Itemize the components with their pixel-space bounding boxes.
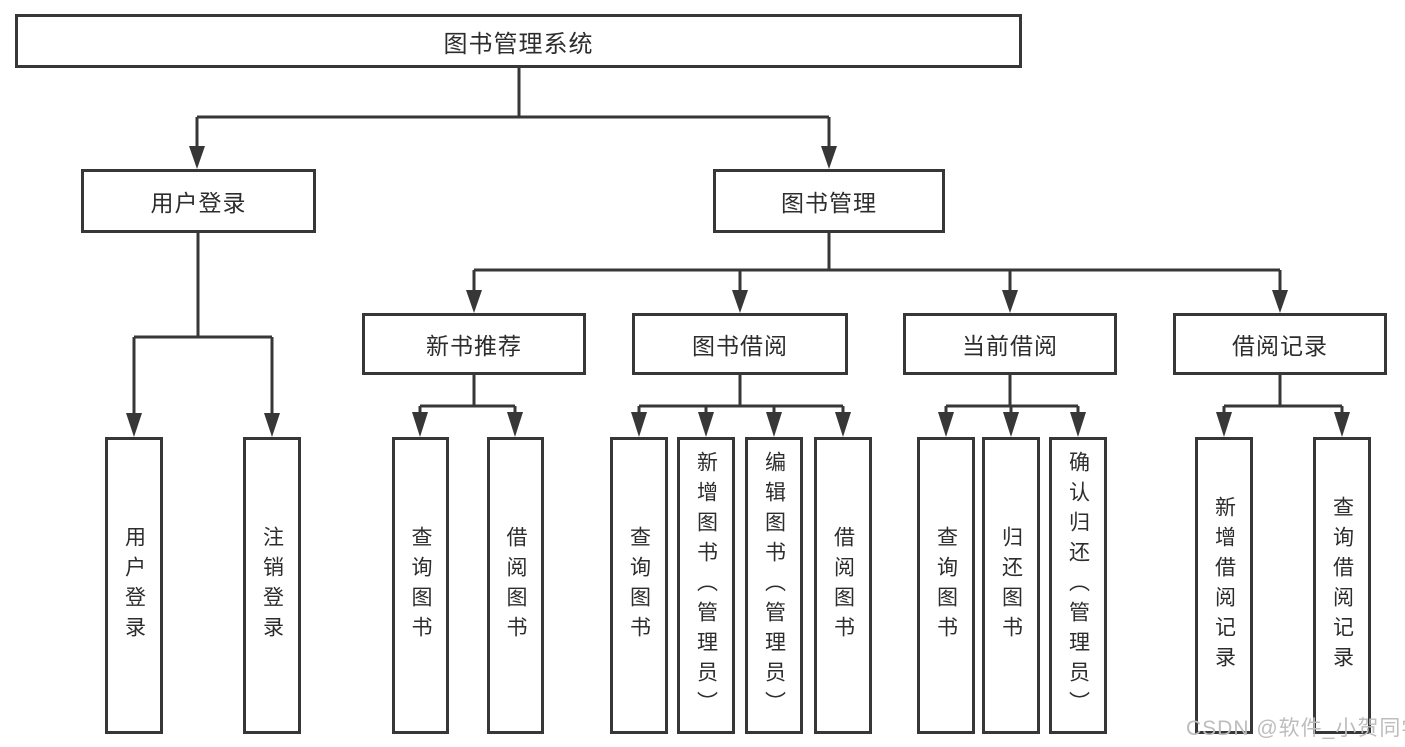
leaf-borrow-add-books-admin-label: 新增图书（管理员）	[694, 450, 718, 721]
arrowhead-nb-borrow	[507, 412, 523, 437]
leaf-borrow-edit-books-admin: 编辑图书（管理员）	[745, 437, 803, 734]
arrowhead-bb-query	[631, 412, 647, 437]
leaf-records-query-record-label: 查询借阅记录	[1330, 495, 1354, 676]
leaf-current-return-books-label: 归还图书	[999, 525, 1023, 646]
arrowhead-bb-add	[698, 412, 714, 437]
arrowhead-book-borrow	[732, 290, 748, 313]
node-current-borrow: 当前借阅	[903, 313, 1117, 375]
arrowhead-br-add	[1216, 412, 1232, 437]
csdn-watermark: CSDN @软件_小贺同学	[1186, 717, 1405, 740]
node-user-login-label: 用户登录	[150, 190, 247, 216]
arrowhead-user-login	[189, 146, 205, 169]
node-new-book-recommend-label: 新书推荐	[426, 333, 522, 359]
node-book-borrow-label: 图书借阅	[692, 333, 788, 359]
leaf-current-query-books-label: 查询图书	[934, 525, 958, 646]
leaf-user-login-label: 用户登录	[122, 525, 146, 646]
arrowhead-br-query	[1334, 412, 1350, 437]
leaf-user-login: 用户登录	[105, 437, 163, 734]
node-book-management-label: 图书管理	[781, 190, 877, 216]
leaf-current-confirm-return-admin-label: 确认归还（管理员）	[1066, 450, 1090, 721]
arrowhead-bb-edit	[766, 412, 782, 437]
leaf-borrow-query-books: 查询图书	[610, 437, 668, 734]
arrowhead-borrow-records	[1272, 290, 1288, 313]
node-borrow-records: 借阅记录	[1173, 313, 1387, 375]
leaf-records-query-record: 查询借阅记录	[1313, 437, 1371, 734]
arrowhead-leaf-logout	[264, 413, 280, 437]
leaf-current-query-books: 查询图书	[917, 437, 975, 734]
arrowhead-book-mgmt	[821, 146, 837, 169]
leaf-newbooks-borrow-books-label: 借阅图书	[504, 525, 527, 646]
leaf-newbooks-query-books: 查询图书	[392, 437, 449, 734]
node-current-borrow-label: 当前借阅	[962, 333, 1058, 359]
leaf-logout-label: 注销登录	[260, 525, 284, 646]
leaf-newbooks-query-books-label: 查询图书	[409, 525, 432, 646]
leaf-newbooks-borrow-books: 借阅图书	[487, 437, 544, 734]
leaf-current-return-books: 归还图书	[982, 437, 1040, 734]
arrowhead-new-books	[466, 290, 482, 313]
node-user-login: 用户登录	[81, 169, 316, 233]
leaf-logout: 注销登录	[243, 437, 301, 734]
leaf-records-add-record: 新增借阅记录	[1195, 437, 1253, 734]
node-book-management: 图书管理	[713, 169, 945, 233]
node-borrow-records-label: 借阅记录	[1232, 333, 1328, 359]
leaf-records-add-record-label: 新增借阅记录	[1212, 495, 1236, 676]
leaf-current-confirm-return-admin: 确认归还（管理员）	[1049, 437, 1107, 734]
leaf-borrow-edit-books-admin-label: 编辑图书（管理员）	[762, 450, 786, 721]
node-root-label: 图书管理系统	[443, 30, 594, 58]
leaf-borrow-borrow-books: 借阅图书	[814, 437, 872, 734]
arrowhead-bb-borrow	[835, 412, 851, 437]
leaf-borrow-add-books-admin: 新增图书（管理员）	[677, 437, 735, 734]
arrowhead-nb-query	[412, 412, 428, 437]
arrowhead-cb-return	[1003, 412, 1019, 437]
node-root: 图书管理系统	[15, 14, 1022, 68]
arrowhead-cb-query	[938, 412, 954, 437]
arrowhead-leaf-login	[126, 413, 142, 437]
arrowhead-current-borrow	[1002, 290, 1018, 313]
leaf-borrow-query-books-label: 查询图书	[627, 525, 651, 646]
node-new-book-recommend: 新书推荐	[362, 313, 586, 375]
leaf-borrow-borrow-books-label: 借阅图书	[831, 525, 855, 646]
node-book-borrow: 图书借阅	[632, 313, 848, 375]
arrowhead-cb-confirm	[1070, 412, 1086, 437]
